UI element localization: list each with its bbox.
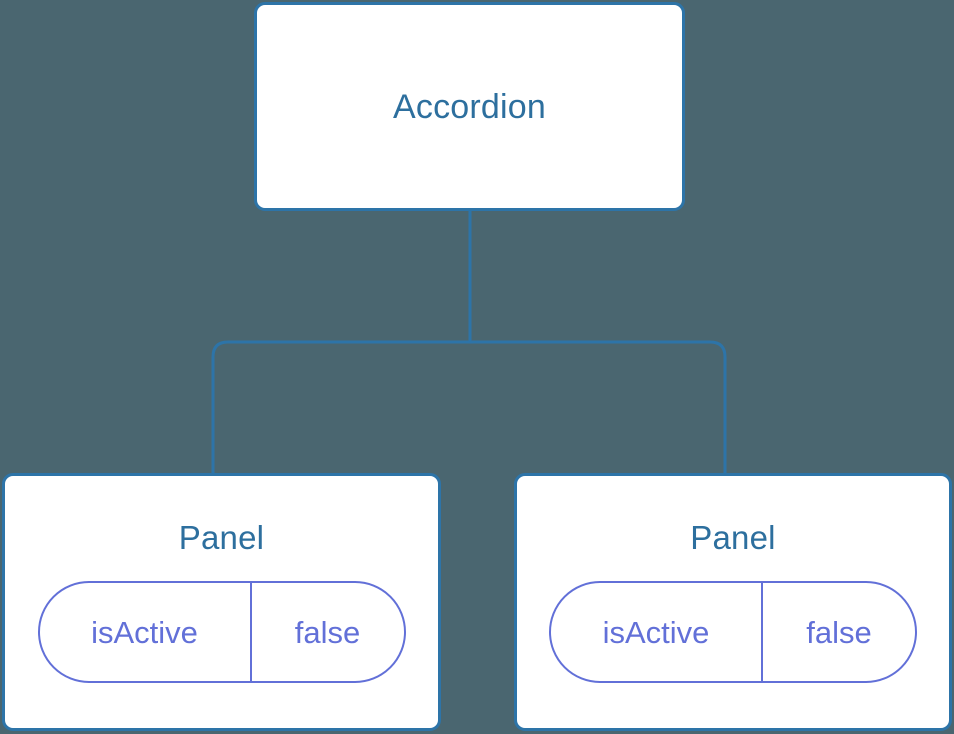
node-title: Panel [178,519,265,556]
prop-key: isActive [40,583,252,681]
node-title: Accordion [393,87,546,126]
edge-accordion-to-panel-left [211,340,470,476]
node-panel-left[interactable]: Panel isActive false [2,473,441,731]
edge-accordion-to-panel-right [470,340,727,476]
prop-pill-isactive[interactable]: isActive false [549,581,917,683]
prop-value: false [806,614,872,650]
prop-pill-isactive[interactable]: isActive false [37,581,406,683]
node-accordion[interactable]: Accordion [254,2,685,211]
prop-key: isActive [551,583,763,681]
node-title: Panel [690,519,776,556]
node-panel-right[interactable]: Panel isActive false [514,473,952,731]
prop-value: false [294,614,361,650]
